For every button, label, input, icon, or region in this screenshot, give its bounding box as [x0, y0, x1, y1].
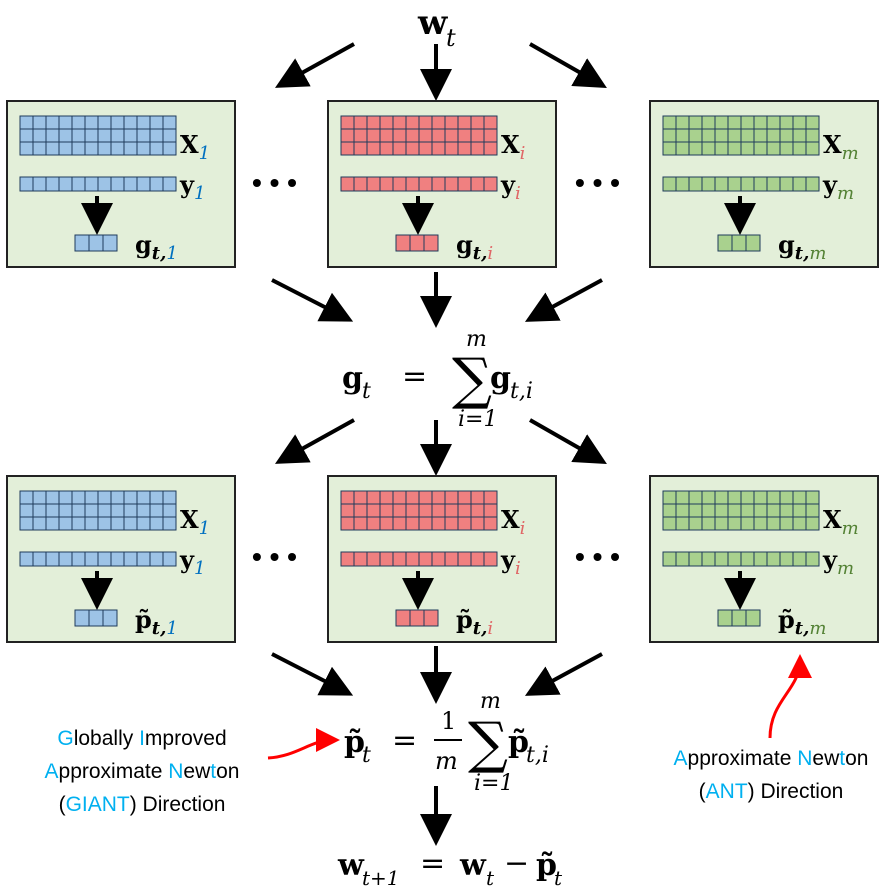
data-matrix [662, 490, 820, 531]
svg-text:t,i: t,i [526, 743, 549, 768]
local-output-vector [74, 234, 118, 252]
matrix-label: Xm [823, 505, 859, 539]
direction-equation: p̃ t = 1 m m ∑ i=1 p̃ t,i [344, 689, 549, 796]
giant-annotation-line-2: Approximate Newton [45, 760, 240, 783]
svg-text:i=1: i=1 [474, 771, 513, 796]
svg-text:=: = [402, 359, 427, 394]
svg-text:=: = [392, 723, 417, 758]
local-output-label: p̃t,m [778, 605, 826, 639]
label-vector [662, 176, 820, 192]
svg-text:p̃: p̃ [536, 848, 557, 883]
data-matrix [340, 490, 498, 531]
label-vector [19, 551, 177, 567]
aggregate-arrows-2 [271, 646, 603, 704]
giant-pointer-arrow [267, 728, 340, 760]
label-vector [662, 551, 820, 567]
data-matrix [340, 115, 498, 156]
svg-text:t,i: t,i [510, 379, 533, 404]
svg-text:g: g [342, 361, 363, 396]
dots-right-1: • • • [575, 167, 620, 198]
label-vector [19, 176, 177, 192]
label-vector [340, 551, 498, 567]
svg-text:t: t [362, 379, 371, 404]
svg-text:p̃: p̃ [344, 725, 365, 760]
label-vector [340, 176, 498, 192]
svg-text:−: − [504, 846, 529, 881]
local-output-vector [717, 234, 761, 252]
svg-text:w: w [459, 848, 487, 883]
svg-text:∑: ∑ [468, 711, 508, 776]
svg-text:m: m [480, 689, 501, 714]
svg-text:m: m [466, 327, 487, 352]
giant-annotation-line-1: Globally Improved [57, 727, 226, 750]
gradient-equation: g t = m ∑ i=1 g t,i [342, 327, 533, 432]
svg-text:w: w [417, 3, 448, 43]
local-output-vector [717, 609, 761, 627]
svg-text:p̃: p̃ [508, 725, 529, 760]
ant-annotation-line-1: Approximate Newton [674, 747, 869, 770]
svg-text:g: g [490, 361, 511, 396]
svg-text:w: w [337, 848, 365, 883]
svg-text:∑: ∑ [452, 347, 492, 412]
update-equation: w t+1 = w t − p̃ t [337, 846, 563, 889]
svg-text:t: t [554, 866, 563, 889]
giant-annotation-line-3: (GIANT) Direction [59, 793, 226, 816]
dots-left-2: • • • [252, 541, 297, 572]
aggregate-arrows-1 [271, 272, 603, 328]
svg-text:t: t [486, 866, 495, 889]
svg-text:m: m [435, 747, 458, 775]
svg-text:t+1: t+1 [362, 866, 400, 889]
broadcast-arrows-2 [275, 418, 607, 476]
data-matrix [19, 490, 177, 531]
svg-text:t: t [446, 24, 456, 52]
dots-left-1: • • • [252, 167, 297, 198]
dots-right-2: • • • [575, 541, 620, 572]
svg-text:=: = [420, 846, 445, 881]
local-output-vector [395, 234, 439, 252]
ant-annotation-line-2: (ANT) Direction [699, 780, 844, 803]
data-matrix [19, 115, 177, 156]
ant-pointer-arrow [768, 654, 812, 739]
local-output-vector [395, 609, 439, 627]
top-weight-label: w t [417, 3, 456, 52]
local-output-vector [74, 609, 118, 627]
ant-annotation: Approximate Newton (ANT) Direction [674, 747, 869, 803]
svg-text:i=1: i=1 [458, 407, 497, 432]
svg-text:t: t [362, 743, 371, 768]
svg-text:1: 1 [441, 707, 456, 735]
data-matrix [662, 115, 820, 156]
broadcast-arrows-1 [275, 42, 607, 101]
